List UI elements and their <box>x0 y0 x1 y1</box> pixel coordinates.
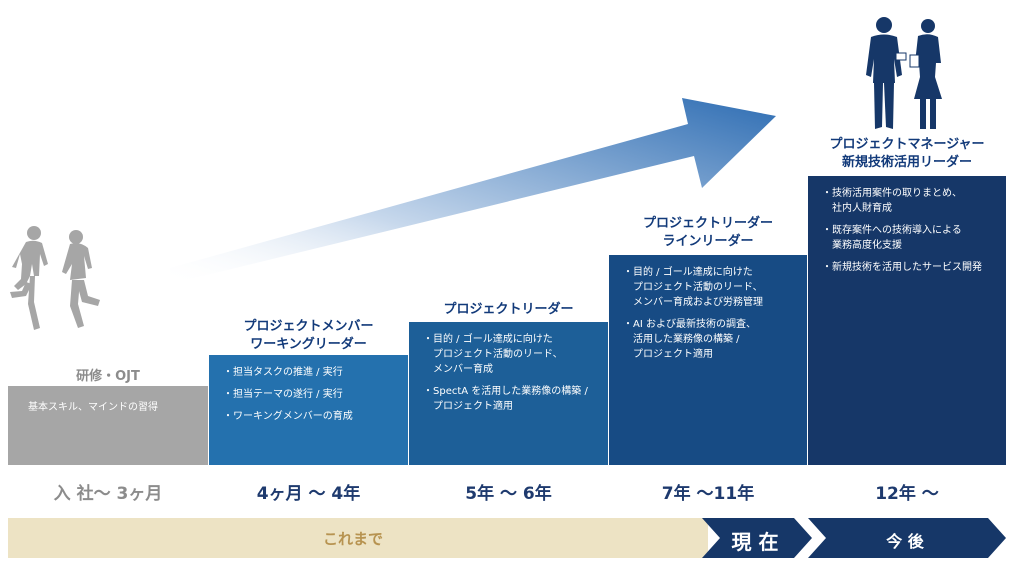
step-3-item-text: AI および最新技術の調査、 <box>633 319 756 330</box>
step-1-item: ・ワーキングメンバーの育成 <box>223 409 398 424</box>
step-0-title: 研修・OJT <box>8 368 208 386</box>
step-3-item: ・目的 / ゴール達成に向けた プロジェクト活動のリード、 メンバー育成および労… <box>623 265 797 310</box>
step-1-item: ・担当タスクの推進 / 実行 <box>223 365 398 380</box>
step-2-item-text: プロジェクト適用 <box>433 401 513 412</box>
step-2-block: ・目的 / ゴール達成に向けた プロジェクト活動のリード、 メンバー育成 ・Sp… <box>409 322 608 465</box>
step-3-item-text: 目的 / ゴール達成に向けた <box>633 267 753 278</box>
step-4-item: ・技術活用案件の取りまとめ、 社内人財育成 <box>822 186 996 216</box>
bullet-icon: ・ <box>822 225 832 236</box>
bullet-icon: ・ <box>423 334 433 345</box>
step-3-block: ・目的 / ゴール達成に向けた プロジェクト活動のリード、 メンバー育成および労… <box>609 255 807 465</box>
business-people-icon <box>866 17 942 129</box>
step-2-title: プロジェクトリーダー <box>409 301 608 319</box>
bullet-icon: ・ <box>223 389 233 400</box>
timeline-past-label: これまで <box>322 530 383 548</box>
step-3-title: プロジェクトリーダー ラインリーダー <box>609 215 807 251</box>
step-2-item-text: プロジェクト活動のリード、 <box>433 349 563 360</box>
step-1-item-text: 担当テーマの遂行 / 実行 <box>233 389 343 400</box>
step-2-item-text: メンバー育成 <box>433 364 493 375</box>
step-2-item: ・目的 / ゴール達成に向けた プロジェクト活動のリード、 メンバー育成 <box>423 332 598 377</box>
step-0-period: 入 社〜 3ヶ月 <box>53 484 163 504</box>
step-0-title-line: 研修・OJT <box>76 369 140 384</box>
bullet-icon: ・ <box>623 267 633 278</box>
step-0-block: 基本スキル、マインドの習得 <box>8 386 208 465</box>
bullet-icon: ・ <box>423 386 433 397</box>
timeline-past-segment <box>8 518 708 558</box>
step-4-item-text: 技術活用案件の取りまとめ、 <box>832 188 962 199</box>
step-1-item: ・担当テーマの遂行 / 実行 <box>223 387 398 402</box>
step-3-title-line: ラインリーダー <box>662 234 754 249</box>
timeline-future-segment <box>808 518 1006 558</box>
bullet-icon: ・ <box>822 188 832 199</box>
step-4-title: プロジェクトマネージャー 新規技術活用リーダー <box>808 136 1006 172</box>
step-4-period: 12年 〜 <box>875 484 939 504</box>
step-4-block: ・技術活用案件の取りまとめ、 社内人財育成 ・既存案件への技術導入による 業務高… <box>808 176 1006 465</box>
step-3-period: 7年 〜11年 <box>661 484 755 504</box>
step-0-item-text: 基本スキル、マインドの習得 <box>28 402 158 413</box>
step-4-item-text: 業務高度化支援 <box>832 240 902 251</box>
step-2-period: 5年 〜 6年 <box>465 484 552 504</box>
step-0-item: 基本スキル、マインドの習得 <box>28 400 198 415</box>
step-1-title-line: プロジェクトメンバー <box>243 319 374 334</box>
step-2-title-line: プロジェクトリーダー <box>443 302 574 317</box>
step-1-block: ・担当タスクの推進 / 実行 ・担当テーマの遂行 / 実行 ・ワーキングメンバー… <box>209 355 408 465</box>
bullet-icon: ・ <box>223 367 233 378</box>
step-3-item: ・AI および最新技術の調査、 活用した業務像の構築 / プロジェクト適用 <box>623 317 797 362</box>
running-people-icon <box>10 226 100 330</box>
step-2-item-text: SpectA を活用した業務像の構築 / <box>433 386 588 397</box>
step-3-item-text: プロジェクト活動のリード、 <box>633 282 763 293</box>
step-3-item-text: 活用した業務像の構築 / <box>633 334 740 345</box>
growth-arrow-icon <box>170 98 776 284</box>
step-4-item: ・新規技術を活用したサービス開発 <box>822 260 996 275</box>
timeline-now-label: 現 在 <box>731 530 779 554</box>
bullet-icon: ・ <box>822 262 832 273</box>
timeline-future-label: 今 後 <box>886 532 924 551</box>
step-1-item-text: 担当タスクの推進 / 実行 <box>233 367 343 378</box>
step-4-title-line: 新規技術活用リーダー <box>841 155 972 170</box>
step-1-period: 4ヶ月 〜 4年 <box>256 484 361 504</box>
timeline-bar <box>8 518 1006 558</box>
step-2-item: ・SpectA を活用した業務像の構築 / プロジェクト適用 <box>423 384 598 414</box>
step-4-item: ・既存案件への技術導入による 業務高度化支援 <box>822 223 996 253</box>
step-4-item-text: 既存案件への技術導入による <box>832 225 962 236</box>
step-3-item-text: プロジェクト適用 <box>633 349 713 360</box>
step-4-item-text: 新規技術を活用したサービス開発 <box>832 262 982 273</box>
step-3-item-text: メンバー育成および労務管理 <box>633 297 763 308</box>
step-1-item-text: ワーキングメンバーの育成 <box>233 411 353 422</box>
step-4-item-text: 社内人財育成 <box>832 203 892 214</box>
step-1-title-line: ワーキングリーダー <box>250 337 367 352</box>
step-3-title-line: プロジェクトリーダー <box>642 216 773 231</box>
timeline-now-segment <box>702 518 812 558</box>
bullet-icon: ・ <box>223 411 233 422</box>
step-4-title-line: プロジェクトマネージャー <box>829 137 985 152</box>
bullet-icon: ・ <box>623 319 633 330</box>
step-2-item-text: 目的 / ゴール達成に向けた <box>433 334 553 345</box>
step-1-title: プロジェクトメンバー ワーキングリーダー <box>209 318 408 354</box>
